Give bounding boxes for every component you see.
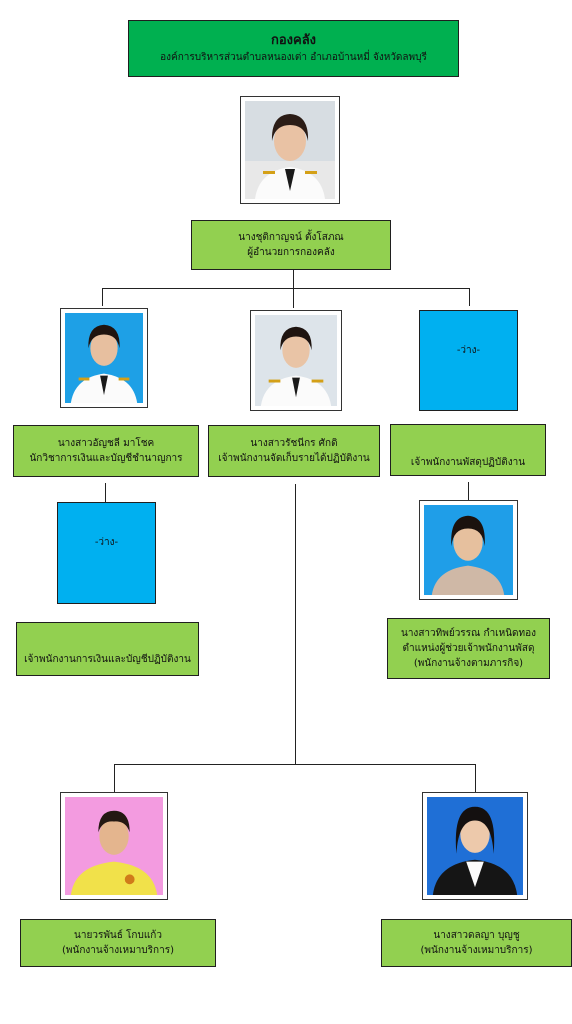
connector-line (102, 288, 470, 289)
connector-line (475, 764, 476, 792)
connector-line (105, 483, 106, 503)
connector-line (293, 288, 294, 308)
director-name: นางชุติกาญจน์ ตั้งโสภณ (238, 232, 344, 243)
right-staff-photo (419, 500, 518, 600)
connector-line (102, 288, 103, 306)
left-staff-position: เจ้าพนักงานการเงินและบัญชีปฏิบัติงาน (24, 654, 191, 665)
left-manager-box: นางสาวอัญชลี มาโชค นักวิชาการเงินและบัญช… (13, 425, 199, 477)
department-title-box: กองคลัง องค์การบริหารส่วนตำบลหนองเต่า อำ… (128, 20, 459, 77)
left-manager-name: นางสาวอัญชลี มาโชค (57, 438, 155, 449)
bottom-right-box: นางสาวดลญา บุญชู (พนักงานจ้างเหมาบริการ) (381, 919, 572, 967)
bottom-right-photo (422, 792, 528, 900)
left-manager-photo (60, 308, 148, 408)
director-photo (240, 96, 340, 204)
right-manager-position: เจ้าพนักงานพัสดุปฏิบัติงาน (410, 457, 526, 468)
left-staff-vacant-box: -ว่าง- (57, 502, 156, 604)
bottom-left-box: นายวรพันธ์ โกบแก้ว (พนักงานจ้างเหมาบริกา… (20, 919, 216, 967)
bottom-left-name: นายวรพันธ์ โกบแก้ว (74, 930, 162, 941)
center-manager-photo (250, 310, 342, 411)
department-title: กองคลัง (270, 32, 317, 48)
left-staff-box: เจ้าพนักงานการเงินและบัญชีปฏิบัติงาน (16, 622, 199, 676)
bottom-right-name: นางสาวดลญา บุญชู (433, 930, 520, 941)
vacant-label: -ว่าง- (94, 537, 119, 548)
right-staff-note: (พนักงานจ้างตามภารกิจ) (413, 658, 524, 669)
center-manager-name: นางสาวรัชนีกร ศักดิ (250, 438, 338, 449)
right-staff-box: นางสาวทิพย์วรรณ กำเหนิดทอง ตำแหน่งผู้ช่ว… (387, 618, 550, 679)
connector-line (114, 764, 476, 765)
connector-line (469, 288, 470, 306)
bottom-left-note: (พนักงานจ้างเหมาบริการ) (62, 945, 174, 956)
right-staff-position: ตำแหน่งผู้ช่วยเจ้าพนักงานพัสดุ (402, 643, 535, 654)
connector-line (295, 484, 296, 764)
connector-line (468, 482, 469, 500)
bottom-right-note: (พนักงานจ้างเหมาบริการ) (420, 945, 533, 956)
right-manager-box: เจ้าพนักงานพัสดุปฏิบัติงาน (390, 424, 546, 476)
connector-line (114, 764, 115, 792)
center-manager-position: เจ้าพนักงานจัดเก็บรายได้ปฏิบัติงาน (218, 453, 370, 464)
bottom-left-photo (60, 792, 168, 900)
right-manager-vacant-box: -ว่าง- (419, 310, 518, 411)
department-subtitle: องค์การบริหารส่วนตำบลหนองเต่า อำเภอบ้านห… (160, 51, 427, 63)
director-box: นางชุติกาญจน์ ตั้งโสภณ ผู้อำนวยการกองคลั… (191, 220, 391, 270)
connector-line (293, 270, 294, 288)
center-manager-box: นางสาวรัชนีกร ศักดิ เจ้าพนักงานจัดเก็บรา… (208, 425, 380, 477)
left-manager-position: นักวิชาการเงินและบัญชีชำนาญการ (29, 453, 183, 464)
director-position: ผู้อำนวยการกองคลัง (247, 247, 335, 258)
vacant-label: -ว่าง- (456, 345, 481, 356)
right-staff-name: นางสาวทิพย์วรรณ กำเหนิดทอง (400, 628, 536, 639)
